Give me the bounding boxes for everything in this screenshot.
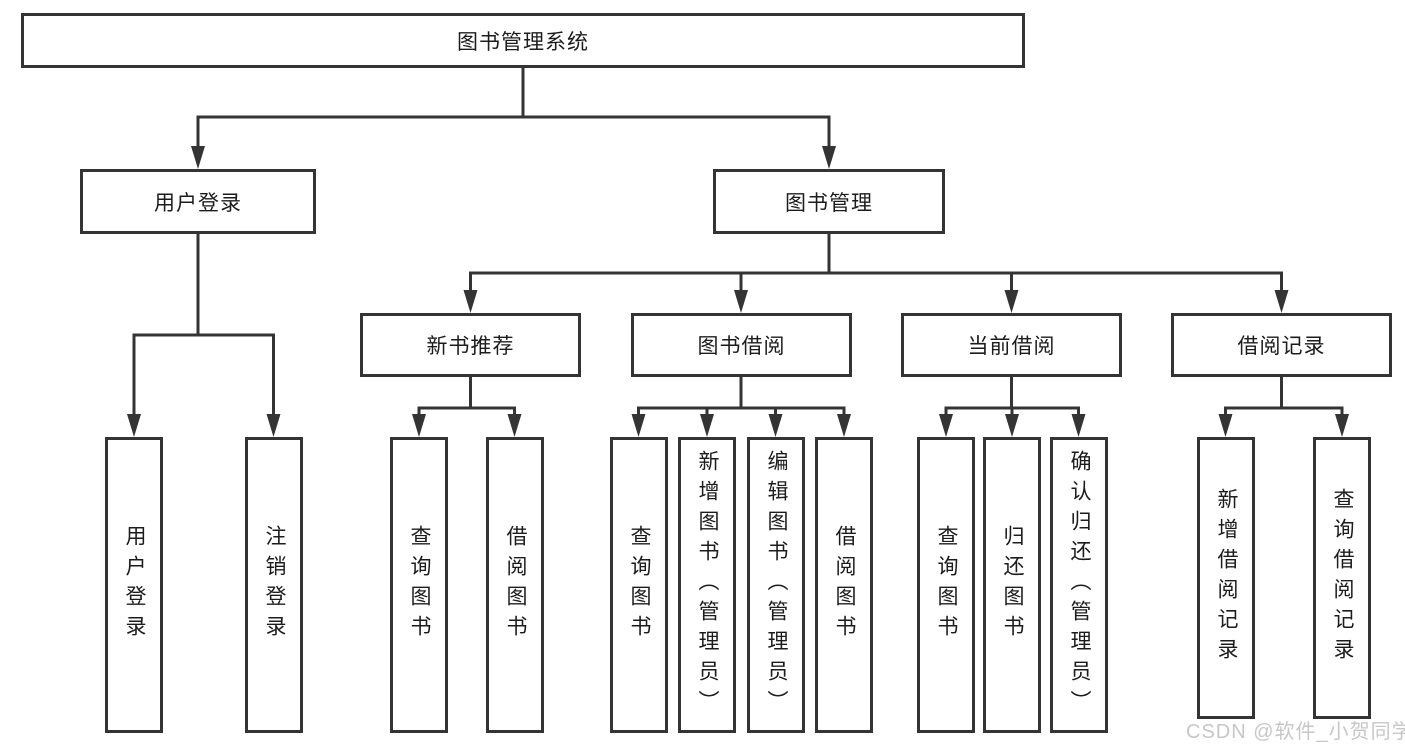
node-label: 用户登录 [154,191,242,215]
node-current-borrowing: 当前借阅 [901,313,1122,377]
node-book-borrowing: 图书借阅 [631,313,852,377]
node-leaf-user-login: 用户登录 [105,437,163,733]
node-user-login: 用户登录 [80,169,316,234]
node-leaf-edit-book-admin: 编辑图书（管理员） [747,437,805,733]
node-leaf-borrow-books-1: 借阅图书 [486,437,544,733]
node-label: 查询图书 [628,525,651,645]
node-leaf-return-books: 归还图书 [983,437,1041,733]
node-book-management: 图书管理 [713,169,945,234]
node-leaf-query-books-2: 查询图书 [610,437,668,733]
node-label: 查询借阅记录 [1331,488,1354,668]
node-label: 编辑图书（管理员） [765,450,788,720]
node-label: 借阅记录 [1237,335,1326,358]
node-label: 图书管理 [785,191,873,215]
node-leaf-add-book-admin: 新增图书（管理员） [678,437,736,733]
node-label: 借阅图书 [833,525,856,645]
node-leaf-logout: 注销登录 [245,437,303,733]
node-label: 借阅图书 [504,525,527,645]
node-label: 查询图书 [935,525,958,645]
node-label: 当前借阅 [967,335,1056,358]
node-leaf-confirm-return-admin: 确认归还（管理员） [1050,437,1108,733]
node-leaf-add-borrow-record: 新增借阅记录 [1197,437,1255,719]
node-root-library-system: 图书管理系统 [21,13,1025,68]
arrowhead-icons [127,146,1349,437]
node-label: 图书借阅 [697,335,786,358]
node-leaf-query-borrow-record: 查询借阅记录 [1313,437,1371,719]
node-leaf-query-books-1: 查询图书 [390,437,448,733]
node-new-book-recommendation: 新书推荐 [360,313,581,377]
node-label: 新书推荐 [426,335,515,358]
node-label: 查询图书 [408,525,431,645]
node-label: 新增借阅记录 [1215,488,1238,668]
node-label: 用户登录 [123,525,146,645]
csdn-watermark: CSDN @软件_小贺同学 [1186,721,1405,743]
node-label: 确认归还（管理员） [1068,450,1091,720]
node-label: 注销登录 [263,525,286,645]
node-label: 图书管理系统 [457,30,589,54]
node-leaf-query-books-3: 查询图书 [917,437,975,733]
node-label: 归还图书 [1001,525,1024,645]
node-label: 新增图书（管理员） [696,450,719,720]
node-borrowing-records: 借阅记录 [1171,313,1392,377]
node-leaf-borrow-books-2: 借阅图书 [815,437,873,733]
